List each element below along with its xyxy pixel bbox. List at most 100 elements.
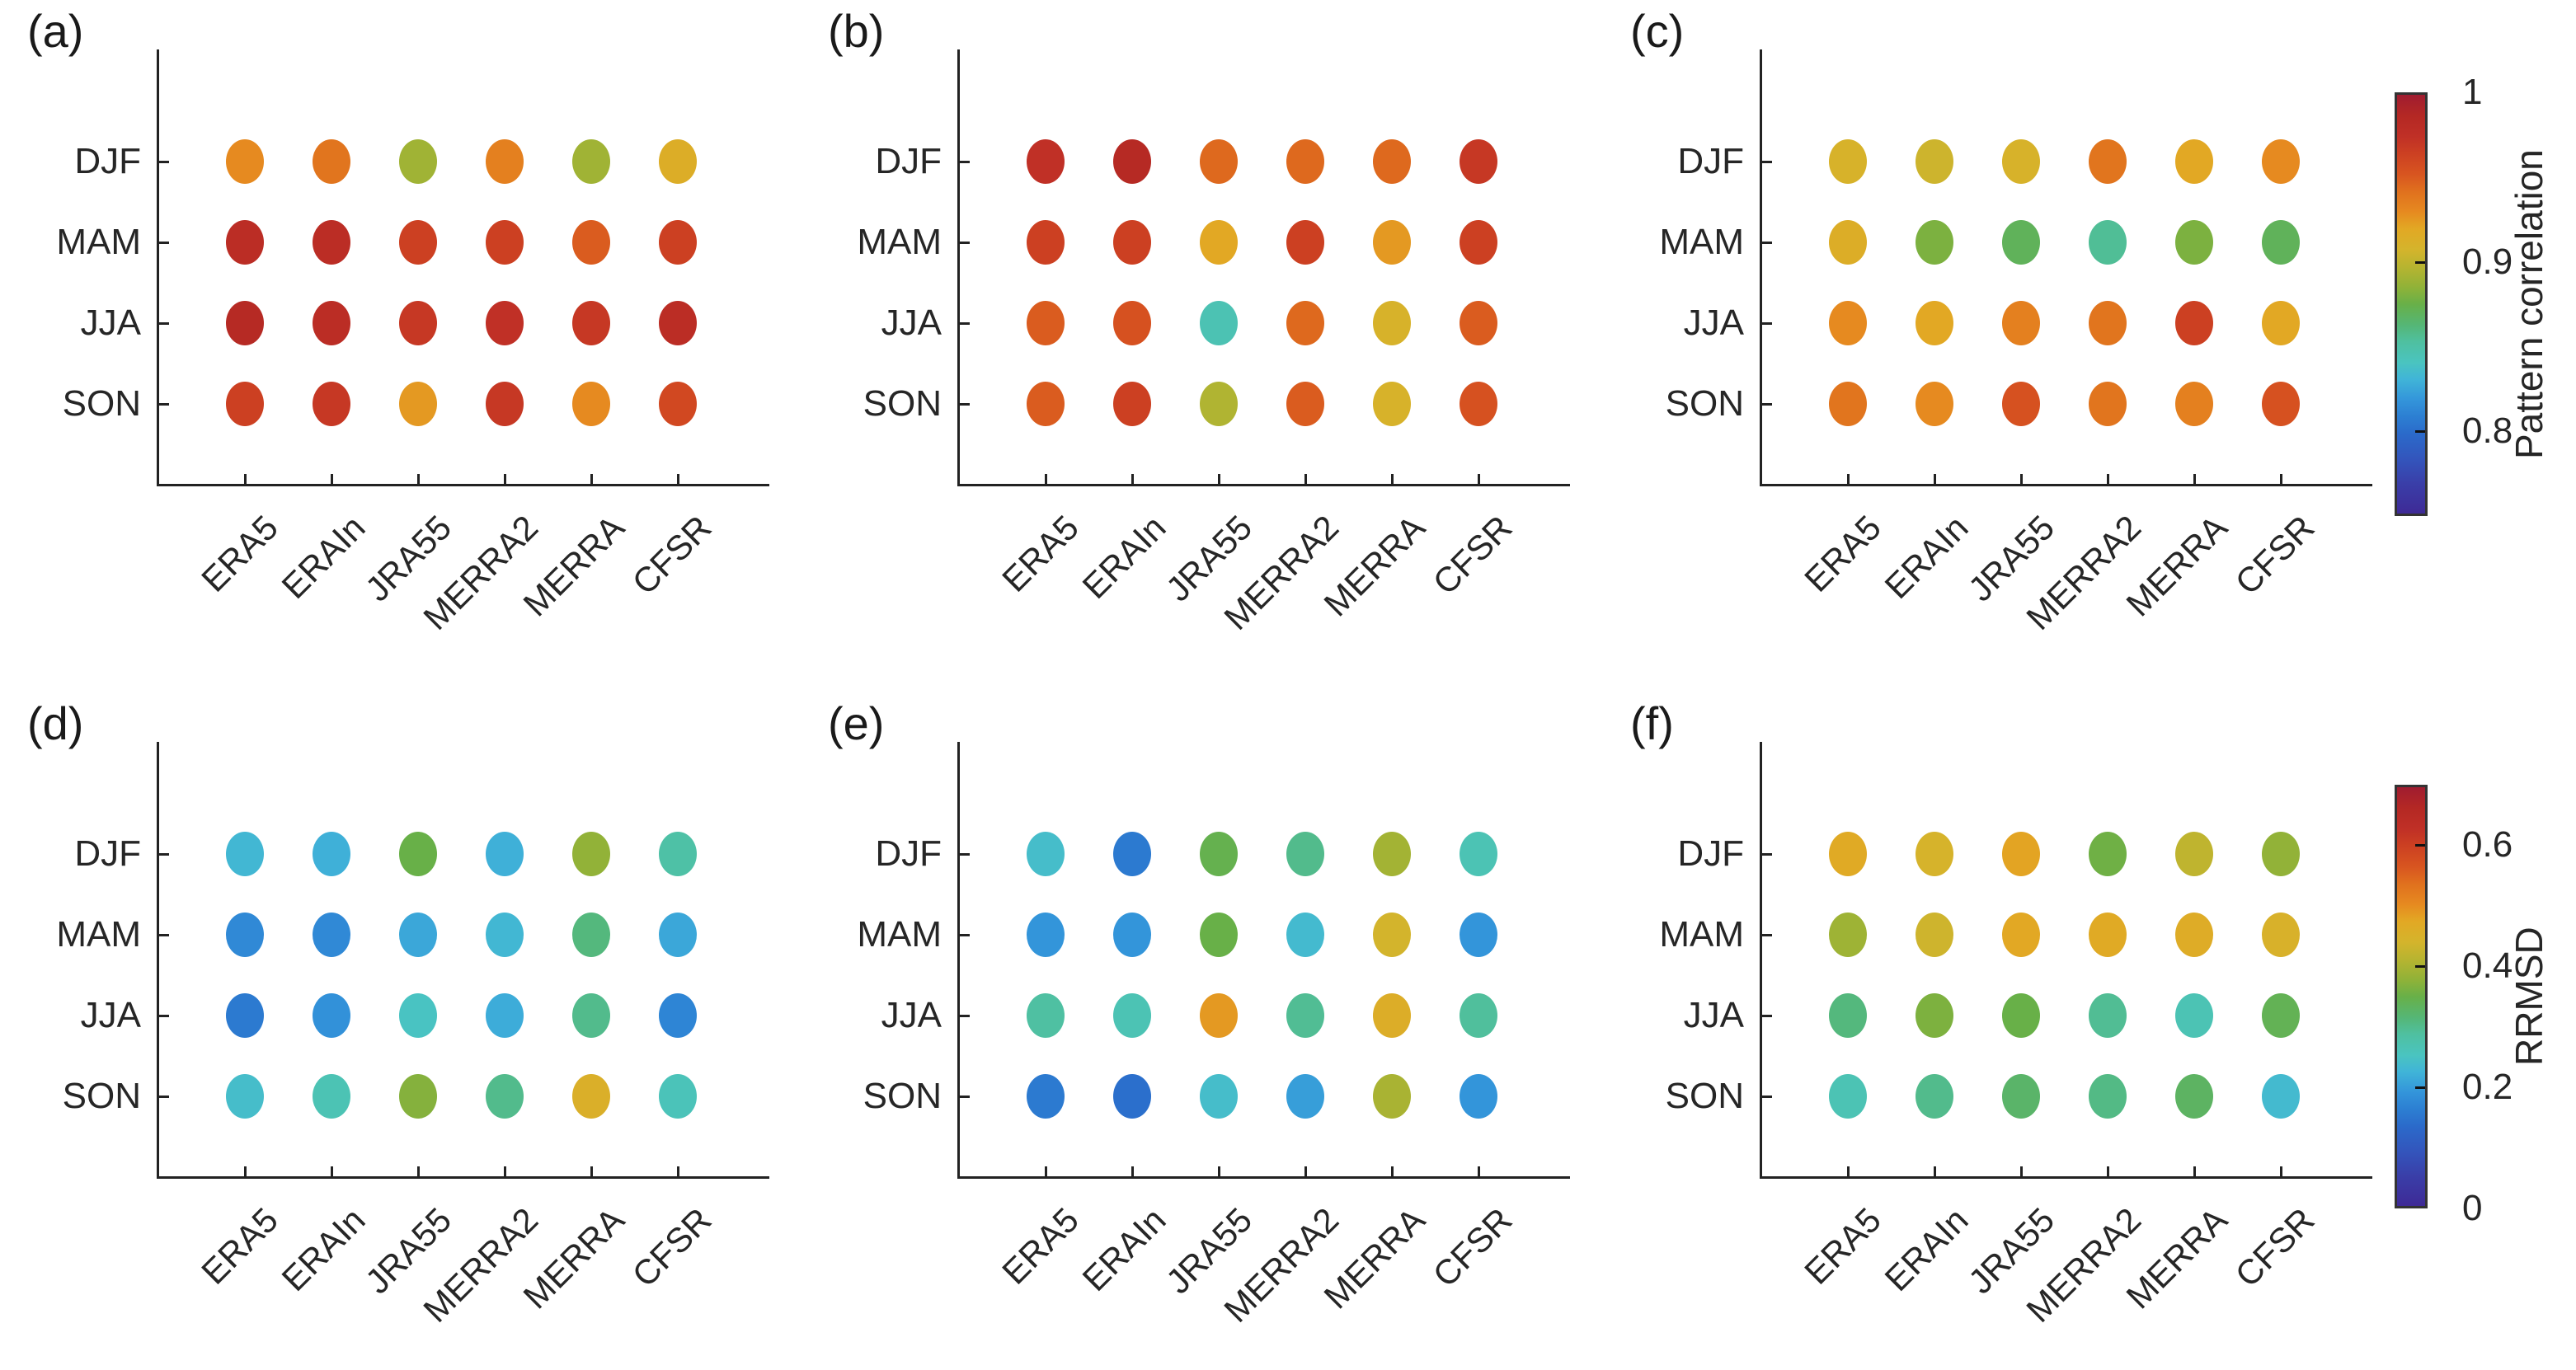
data-dot <box>2089 382 2127 426</box>
x-tick-label: CFSR <box>1425 1200 1520 1295</box>
data-dot <box>1916 301 1953 345</box>
x-tick <box>1218 1166 1220 1176</box>
x-tick <box>2020 474 2023 484</box>
data-dot <box>1829 220 1867 265</box>
data-dot <box>1373 1074 1411 1119</box>
y-axis-spine <box>1760 742 1762 1179</box>
x-tick <box>677 474 679 484</box>
y-tick-label: SON <box>863 383 942 424</box>
x-tick <box>1131 1166 1134 1176</box>
colorbar-tick <box>2415 1086 2425 1090</box>
x-tick <box>2107 1166 2109 1176</box>
data-dot <box>1829 139 1867 184</box>
data-dot <box>486 301 524 345</box>
data-dot <box>2262 301 2300 345</box>
data-dot <box>1113 301 1151 345</box>
data-dot <box>486 220 524 265</box>
y-axis-spine <box>157 742 159 1179</box>
y-tick <box>960 1096 970 1098</box>
data-dot <box>659 913 697 957</box>
data-dot <box>572 139 610 184</box>
y-axis-spine <box>1760 49 1762 486</box>
data-dot <box>1460 913 1497 957</box>
y-tick <box>1762 322 1772 325</box>
colorbar-tick <box>2415 430 2425 434</box>
y-tick-label: MAM <box>56 914 141 955</box>
x-tick-label: CFSR <box>1425 508 1520 603</box>
colorbar-tick <box>2415 844 2425 847</box>
colorbar-frame <box>2395 785 2428 1208</box>
x-tick-label: ERA5 <box>1797 1200 1889 1292</box>
x-tick <box>2193 474 2196 484</box>
y-tick-label: SON <box>863 1076 942 1116</box>
data-dot <box>399 832 437 876</box>
data-dot <box>226 913 264 957</box>
x-tick <box>1218 474 1220 484</box>
x-tick <box>2193 1166 2196 1176</box>
data-dot <box>2262 913 2300 957</box>
data-dot <box>2175 913 2213 957</box>
data-dot <box>1916 993 1953 1038</box>
data-dot <box>1113 832 1151 876</box>
panel-label: (d) <box>27 697 84 749</box>
colorbar-tick <box>2415 965 2425 969</box>
colorbar-tick-label: 0.2 <box>2462 1067 2513 1108</box>
data-dot <box>1916 832 1953 876</box>
data-dot <box>313 1074 350 1119</box>
data-dot <box>1373 832 1411 876</box>
data-dot <box>226 301 264 345</box>
y-tick-label: JJA <box>1683 995 1744 1035</box>
data-dot <box>399 301 437 345</box>
data-dot <box>1460 301 1497 345</box>
y-tick <box>960 322 970 325</box>
y-tick-label: DJF <box>1677 141 1744 181</box>
y-tick-label: MAM <box>857 222 942 262</box>
data-dot <box>486 913 524 957</box>
data-dot <box>399 1074 437 1119</box>
x-tick <box>504 1166 506 1176</box>
y-tick <box>159 161 169 163</box>
y-tick <box>1762 853 1772 856</box>
x-axis-line <box>1760 484 2372 486</box>
data-dot <box>572 1074 610 1119</box>
y-tick-label: SON <box>62 1076 141 1116</box>
x-tick-label: CFSR <box>2227 508 2322 603</box>
x-tick-label: ERAIn <box>1074 508 1173 607</box>
y-tick-label: DJF <box>875 141 942 181</box>
x-tick <box>417 1166 420 1176</box>
data-dot <box>2175 832 2213 876</box>
x-axis-line <box>157 484 769 486</box>
x-tick <box>2280 1166 2282 1176</box>
y-tick-label: MAM <box>857 914 942 955</box>
data-dot <box>1916 139 1953 184</box>
x-tick <box>2280 474 2282 484</box>
data-dot <box>659 382 697 426</box>
x-tick-label: CFSR <box>2227 1200 2322 1295</box>
y-tick-label: MAM <box>1659 914 1744 955</box>
data-dot <box>659 1074 697 1119</box>
data-dot <box>572 382 610 426</box>
y-tick-label: JJA <box>1683 303 1744 343</box>
data-dot <box>2262 1074 2300 1119</box>
x-tick <box>1304 474 1307 484</box>
x-tick <box>1847 1166 1850 1176</box>
y-tick <box>1762 242 1772 244</box>
colorbar-tick-label: 0.9 <box>2462 241 2513 282</box>
y-tick <box>159 934 169 936</box>
x-tick-label: ERA5 <box>194 508 286 599</box>
y-tick-label: SON <box>62 383 141 424</box>
y-tick <box>1762 1096 1772 1098</box>
colorbar-gradient <box>2397 787 2425 1206</box>
data-dot <box>1286 832 1324 876</box>
data-dot <box>1200 220 1238 265</box>
data-dot <box>2175 382 2213 426</box>
data-dot <box>2175 220 2213 265</box>
data-dot <box>1027 220 1065 265</box>
data-dot <box>2262 993 2300 1038</box>
data-dot <box>1829 1074 1867 1119</box>
y-tick-label: JJA <box>80 303 141 343</box>
y-tick <box>960 853 970 856</box>
x-tick <box>1045 1166 1047 1176</box>
panel-label: (b) <box>828 5 885 57</box>
